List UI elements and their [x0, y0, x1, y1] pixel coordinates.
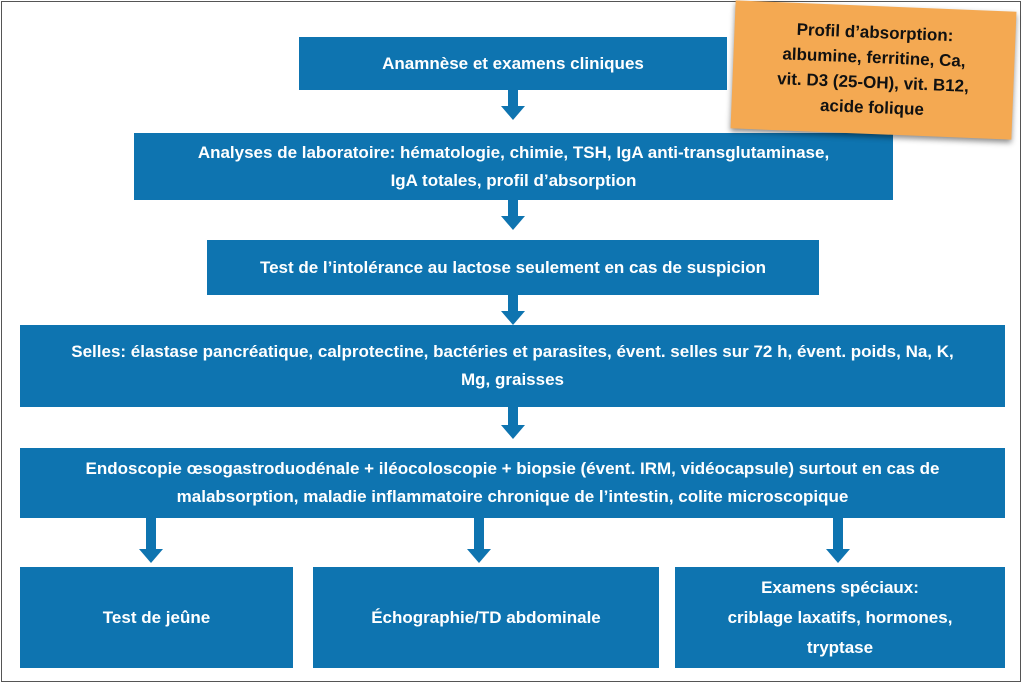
box-jeune-text: Test de jeûne	[102, 607, 211, 627]
note-line-4: acide folique	[819, 95, 925, 120]
arrow-3	[501, 295, 525, 325]
box-anamnese-text: Anamnèse et examens cliniques	[382, 53, 644, 73]
arrow-5a	[139, 518, 163, 563]
arrow-5c	[826, 518, 850, 563]
box-selles-line-1: Selles: élastase pancréatique, calprotec…	[71, 342, 954, 361]
box-speciaux: Examens spéciaux: criblage laxatifs, hor…	[675, 567, 1005, 668]
box-selles-line-2: Mg, graisses	[461, 370, 564, 389]
box-speciaux-line-3: tryptase	[806, 637, 874, 657]
box-endoscopie-line-2: malabsorption, maladie inflammatoire chr…	[176, 487, 849, 506]
box-speciaux-line-1: Examens spéciaux:	[761, 577, 919, 597]
box-endoscopie: Endoscopie œsogastroduodénale + iléocolo…	[20, 448, 1005, 518]
box-endoscopie-line-1: Endoscopie œsogastroduodénale + iléocolo…	[85, 459, 940, 478]
arrow-2	[501, 200, 525, 230]
arrow-1	[501, 90, 525, 120]
box-speciaux-line-2: criblage laxatifs, hormones,	[727, 607, 953, 627]
box-lactose: Test de l’intolérance au lactose seuleme…	[207, 240, 819, 295]
box-echographie: Échographie/TD abdominale	[313, 567, 659, 668]
sticky-note-absorption: Profil d’absorption: albumine, ferritine…	[730, 0, 1017, 140]
box-echographie-text: Échographie/TD abdominale	[371, 607, 601, 627]
arrow-4	[501, 407, 525, 439]
box-anamnese: Anamnèse et examens cliniques	[299, 37, 727, 90]
box-selles: Selles: élastase pancréatique, calprotec…	[20, 325, 1005, 407]
arrow-5b	[467, 518, 491, 563]
box-lactose-text: Test de l’intolérance au lactose seuleme…	[259, 257, 767, 277]
box-lab-line-1: Analyses de laboratoire: hématologie, ch…	[197, 142, 830, 162]
box-jeune: Test de jeûne	[20, 567, 293, 668]
box-lab: Analyses de laboratoire: hématologie, ch…	[134, 133, 893, 200]
box-lab-line-2: IgA totales, profil d’absorption	[390, 170, 637, 190]
